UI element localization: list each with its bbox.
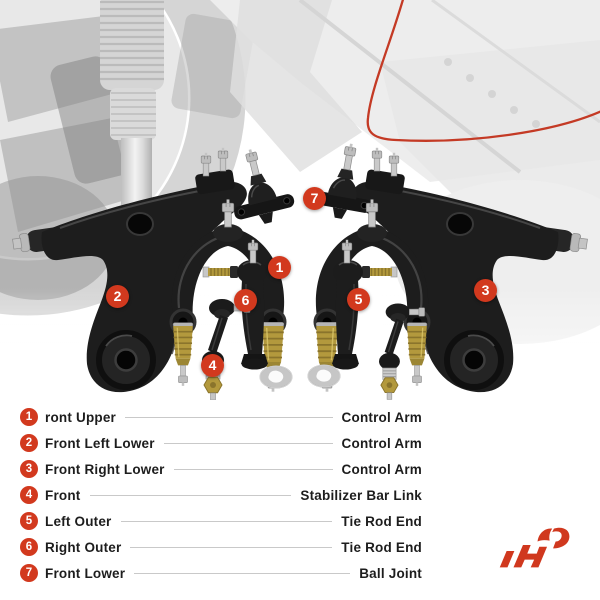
parts-photo: [0, 0, 600, 400]
legend-badge-2: 2: [20, 434, 38, 452]
legend-row-7: 7 Front Lower Ball Joint: [20, 560, 422, 586]
leader-line: [173, 468, 333, 470]
callout-badge-2: 2: [106, 285, 129, 308]
legend-row-5: 5 Left Outer Tie Rod End: [20, 508, 422, 534]
legend-part-label: Stabilizer Bar Link: [300, 487, 422, 503]
legend-badge-4: 4: [20, 486, 38, 504]
legend-row-2: 2 Front Left Lower Control Arm: [20, 430, 422, 456]
legend-badge-5: 5: [20, 512, 38, 530]
callout-badge-1: 1: [268, 256, 291, 279]
brand-ap-logo-icon: [499, 527, 570, 568]
parts-legend: 1 ront Upper Control Arm 2 Front Left Lo…: [20, 404, 422, 586]
legend-badge-3: 3: [20, 460, 38, 478]
legend-part-label: Tie Rod End: [341, 539, 422, 555]
leader-line: [125, 416, 333, 418]
leader-line: [130, 546, 333, 548]
callout-badge-4: 4: [201, 354, 224, 377]
legend-position-label: Front Left Lower: [45, 435, 155, 451]
legend-part-label: Ball Joint: [359, 565, 422, 581]
leader-line: [134, 572, 351, 574]
legend-position-label: Left Outer: [45, 513, 112, 529]
legend-badge-6: 6: [20, 538, 38, 556]
legend-row-3: 3 Front Right Lower Control Arm: [20, 456, 422, 482]
callout-badge-6: 6: [234, 289, 257, 312]
legend-badge-7: 7: [20, 564, 38, 582]
legend-row-1: 1 ront Upper Control Arm: [20, 404, 422, 430]
callout-badge-7: 7: [303, 187, 326, 210]
leader-line: [163, 442, 333, 444]
legend-part-label: Control Arm: [341, 435, 422, 451]
legend-part-label: Tie Rod End: [341, 513, 422, 529]
legend-badge-1: 1: [20, 408, 38, 426]
legend-position-label: Front: [45, 487, 81, 503]
legend-position-label: Front Lower: [45, 565, 126, 581]
legend-position-label: ront Upper: [45, 409, 116, 425]
leader-line: [89, 494, 292, 496]
legend-row-6: 6 Right Outer Tie Rod End: [20, 534, 422, 560]
callout-badge-3: 3: [474, 279, 497, 302]
legend-part-label: Control Arm: [341, 409, 422, 425]
legend-row-4: 4 Front Stabilizer Bar Link: [20, 482, 422, 508]
legend-position-label: Front Right Lower: [45, 461, 165, 477]
legend-part-label: Control Arm: [341, 461, 422, 477]
red-outline-swoosh: [366, 0, 600, 142]
callout-badge-5: 5: [347, 288, 370, 311]
leader-line: [120, 520, 333, 522]
legend-position-label: Right Outer: [45, 539, 122, 555]
